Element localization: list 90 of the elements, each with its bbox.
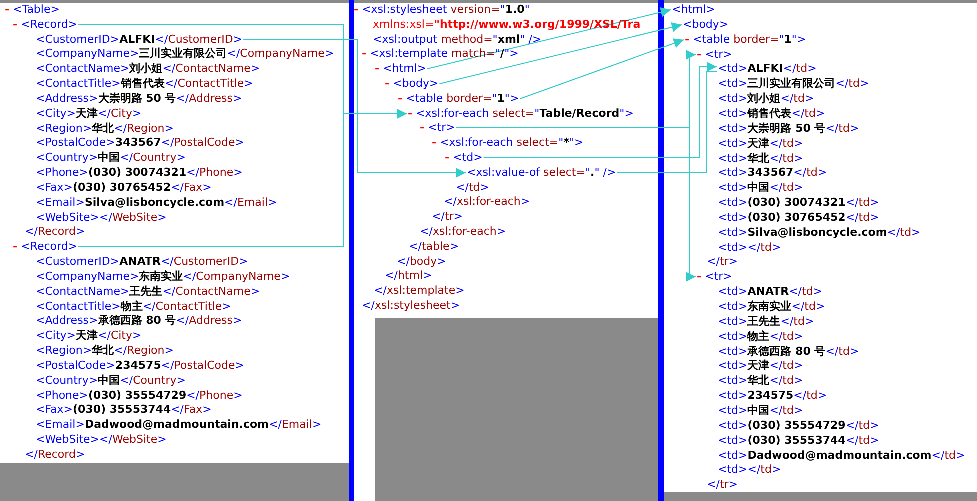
code-line: <Email>Dadwood@madmountain.com</Email> — [36, 418, 322, 432]
code-line: </td> — [456, 181, 490, 195]
code-line: <PostalCode>234575</PostalCode> — [36, 359, 244, 373]
code-line: <td>承德西路 80 号</td> — [718, 345, 860, 359]
code-line: </tr> — [707, 478, 738, 492]
code-line: <td>234575</td> — [718, 389, 828, 403]
code-line: <Phone>(030) 35554729</Phone> — [36, 389, 243, 403]
code-line: </tr> — [432, 210, 463, 224]
arrow — [483, 62, 718, 158]
code-line: <CompanyName>东南实业</CompanyName> — [36, 270, 290, 284]
code-line: <ContactTitle>销售代表</ContactTitle> — [36, 77, 254, 91]
code-line: <Country>中国</Country> — [36, 151, 186, 165]
code-line: - <table border="1"> — [685, 33, 806, 47]
code-line: <td>销售代表</td> — [718, 107, 826, 121]
code-line: <td>343567</td> — [718, 166, 828, 180]
code-line: </html> — [385, 269, 432, 283]
code-line: <td>华北</td> — [718, 374, 804, 388]
code-line: <PostalCode>343567</PostalCode> — [36, 136, 244, 150]
code-line: <ContactName>王先生</ContactName> — [36, 285, 260, 299]
code-line: - <body> — [385, 77, 439, 91]
code-line: <Region>华北</Region> — [36, 344, 174, 358]
code-line: <Email>Silva@lisboncycle.com</Email> — [36, 196, 278, 210]
code-line: <td></td> — [718, 241, 782, 255]
code-line: <td>大崇明路 50 号</td> — [718, 122, 860, 136]
code-line: </body> — [397, 255, 446, 269]
code-line: <td>刘小姐</td> — [718, 92, 814, 106]
code-line: - <html> — [375, 62, 427, 76]
code-line: - <tr> — [697, 48, 732, 62]
code-line: <Phone>(030) 30074321</Phone> — [36, 166, 243, 180]
code-line: - <Record> — [13, 240, 78, 254]
code-line: <td>ANATR</td> — [718, 285, 823, 299]
code-line: - <tr> — [420, 121, 456, 135]
code-line: <td>三川实业有限公司</td> — [718, 77, 870, 91]
arrow — [456, 128, 696, 282]
code-line: <td>Dadwood@madmountain.com</td> — [718, 449, 966, 463]
code-line: </xsl:for-each> — [420, 225, 506, 239]
code-line: <td>东南实业</td> — [718, 300, 826, 314]
code-line: <Fax>(030) 30765452</Fax> — [36, 181, 212, 195]
code-line: <td>中国</td> — [718, 181, 804, 195]
code-line: <WebSite></WebSite> — [36, 433, 167, 447]
code-line: <html> — [672, 3, 716, 17]
connector-line — [616, 72, 718, 174]
code-line: - <Table> — [5, 3, 60, 17]
code-line: - <xsl:for-each select="*"> — [432, 136, 584, 150]
arrow — [520, 38, 684, 100]
code-line: <CompanyName>三川实业有限公司</CompanyName> — [36, 47, 334, 61]
code-line: <td></td> — [718, 463, 782, 477]
code-line: - <xsl:stylesheet version="1.0" — [354, 3, 530, 17]
code-line: </xsl:template> — [374, 284, 465, 298]
code-line: <CustomerID>ALFKI</CustomerID> — [36, 33, 243, 47]
code-line: - <xsl:template match="/"> — [362, 47, 519, 61]
code-line: - <table border="1"> — [398, 92, 520, 106]
code-line: <td>天津</td> — [718, 137, 804, 151]
code-line: <td>(030) 30074321</td> — [718, 196, 880, 210]
code-line: <City>天津</City> — [36, 329, 142, 343]
code-line: <td>天津</td> — [718, 359, 804, 373]
code-line: <Region>华北</Region> — [36, 122, 174, 136]
code-line: <WebSite></WebSite> — [36, 211, 167, 225]
code-line: <Country>中国</Country> — [36, 374, 186, 388]
code-line: </Record> — [25, 225, 86, 239]
code-line: <td>华北</td> — [718, 152, 804, 166]
code-line: <CustomerID>ANATR</CustomerID> — [36, 255, 248, 269]
code-line: - <xsl:for-each select="Table/Record"> — [408, 107, 634, 121]
code-line: </xsl:stylesheet> — [362, 299, 460, 313]
code-line: <xsl:output method="xml" /> — [373, 33, 542, 47]
code-line: <td>中国</td> — [718, 404, 804, 418]
code-line: <td>(030) 35554729</td> — [718, 419, 880, 433]
code-line: - <td> — [445, 151, 483, 165]
arrow — [78, 109, 408, 248]
code-line: <City>天津</City> — [36, 107, 142, 121]
code-line: </xsl:for-each> — [444, 195, 530, 209]
code-line: <td>ALFKI</td> — [718, 62, 817, 76]
code-line: <xsl:value-of select="." /> — [467, 166, 616, 180]
code-line: <td>(030) 30765452</td> — [718, 211, 880, 225]
code-line: - <tr> — [697, 270, 732, 284]
code-line: <ContactName>刘小姐</ContactName> — [36, 62, 260, 76]
code-line: </Record> — [25, 448, 86, 462]
code-line: <Address>大崇明路 50 号</Address> — [36, 92, 242, 106]
arrow — [243, 40, 466, 178]
code-line: </table> — [409, 240, 460, 254]
code-line: - <Record> — [13, 18, 78, 32]
code-line: <td>(030) 35553744</td> — [718, 434, 880, 448]
code-line: <Fax>(030) 35553744</Fax> — [36, 403, 212, 417]
code-line: </tr> — [707, 255, 738, 269]
code-line: <td>物主</td> — [718, 330, 804, 344]
code-line: <ContactTitle>物主</ContactTitle> — [36, 300, 232, 314]
code-line: <td>Silva@lisboncycle.com</td> — [718, 226, 921, 240]
code-line: <body> — [683, 18, 729, 32]
code-line: <Address>承德西路 80 号</Address> — [36, 314, 242, 328]
code-line: <td>王先生</td> — [718, 315, 814, 329]
